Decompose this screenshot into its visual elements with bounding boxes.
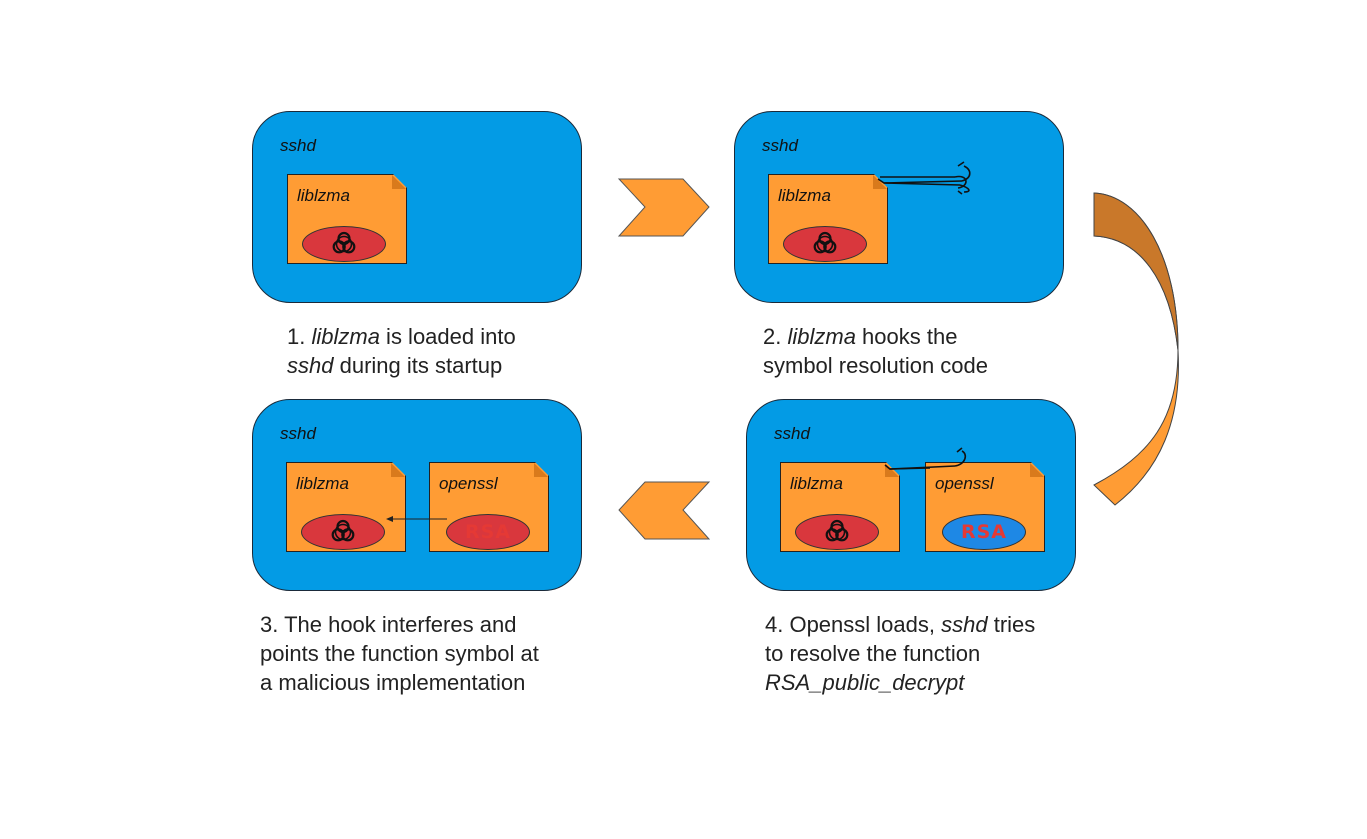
malicious-code-oval — [795, 514, 879, 550]
openssl-library: openssl RSA — [925, 462, 1045, 552]
rsa-function-oval-hijacked: RSA — [446, 514, 530, 550]
liblzma-library: liblzma — [780, 462, 900, 552]
rsa-logo: RSA — [960, 521, 1008, 543]
chevron-left-arrow — [618, 481, 711, 540]
process-label: sshd — [280, 424, 316, 443]
malicious-code-oval — [302, 226, 386, 262]
library-label: liblzma — [790, 474, 843, 493]
process-label: sshd — [280, 136, 316, 155]
library-label: liblzma — [297, 186, 350, 205]
process-label: sshd — [774, 424, 810, 443]
biohazard-icon — [812, 231, 838, 257]
biohazard-icon — [824, 519, 850, 545]
library-label: openssl — [439, 474, 498, 493]
caption-step-2: 2. liblzma hooks the symbol resolution c… — [763, 324, 989, 378]
panel-step-4: sshd liblzma openssl RSA — [746, 399, 1076, 591]
caption-step-4: 4. Openssl loads, sshd tries to resolve … — [765, 612, 1036, 695]
panel-step-1: sshd liblzma — [252, 111, 582, 303]
malicious-code-oval — [301, 514, 385, 550]
library-label: openssl — [935, 474, 994, 493]
biohazard-icon — [330, 519, 356, 545]
caption-step-1: 1. liblzma is loaded into sshd during it… — [287, 324, 516, 378]
panel-step-2: sshd liblzma — [734, 111, 1064, 303]
openssl-library: openssl RSA — [429, 462, 549, 552]
library-label: liblzma — [296, 474, 349, 493]
fish-hook-icon — [884, 447, 967, 470]
biohazard-icon — [331, 231, 357, 257]
library-label: liblzma — [778, 186, 831, 205]
caption-step-3: 3. The hook interferes and points the fu… — [260, 612, 539, 695]
panel-step-3: sshd liblzma openssl RSA — [252, 399, 582, 591]
rsa-function-oval: RSA — [942, 514, 1026, 550]
process-label: sshd — [762, 136, 798, 155]
liblzma-library: liblzma — [768, 174, 888, 264]
rsa-logo: RSA — [464, 521, 512, 543]
fish-hook-icon — [877, 161, 971, 195]
liblzma-library: liblzma — [286, 462, 406, 552]
malicious-code-oval — [783, 226, 867, 262]
chevron-right-arrow — [617, 178, 710, 237]
